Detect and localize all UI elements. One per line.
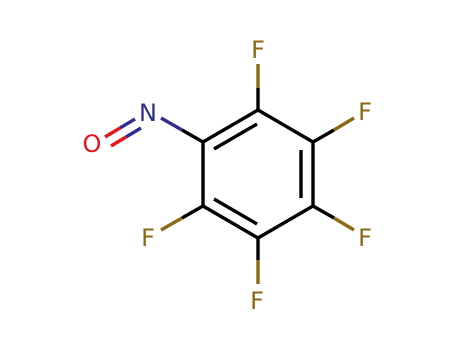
bond-c1-n-carbon-half: [181, 128, 204, 144]
carbon-fluorine-bonds: [160, 64, 355, 284]
fluorine-label-upper-right: F: [358, 98, 372, 126]
ring-bond-c2-c3: [257, 108, 314, 144]
fluorine-label-bottom: F: [250, 287, 264, 315]
bond-c3-f-carbon-half: [312, 128, 335, 144]
ring-bond-c4-c5: [257, 204, 314, 240]
ring-bond-c1-c2: [202, 108, 259, 144]
ring-bond-c1-c2-inner: [213, 122, 258, 151]
ring-bond-c5-c6: [202, 204, 259, 240]
bond-c4-f-fluorine-half: [333, 216, 355, 232]
bond-n-o-line2-nitrogen-half: [125, 126, 142, 139]
fluorine-label-top: F: [251, 36, 265, 64]
fluorine-label-left: F: [141, 224, 155, 252]
bond-n-o-line1-oxygen-half: [104, 126, 121, 139]
bond-c3-f-fluorine-half: [333, 116, 355, 132]
ring-bond-c5-c6-inner: [213, 197, 258, 226]
fluorine-label-lower-right: F: [358, 224, 372, 252]
oxygen-label: O: [83, 130, 102, 158]
bond-c6-f-fluorine-half: [160, 216, 183, 232]
bond-n-o-line1-nitrogen-half: [119, 117, 136, 130]
bond-c1-n-nitrogen-half: [160, 116, 183, 132]
bond-n-o-line2-oxygen-half: [110, 135, 127, 148]
nitroso-group: [104, 116, 204, 148]
benzene-ring: [201, 108, 315, 240]
atom-labels: F F F F F N O: [83, 36, 372, 315]
bond-c6-f-carbon-half: [181, 204, 204, 220]
nitrogen-label: N: [139, 99, 157, 127]
bond-c4-f-carbon-half: [312, 204, 335, 220]
